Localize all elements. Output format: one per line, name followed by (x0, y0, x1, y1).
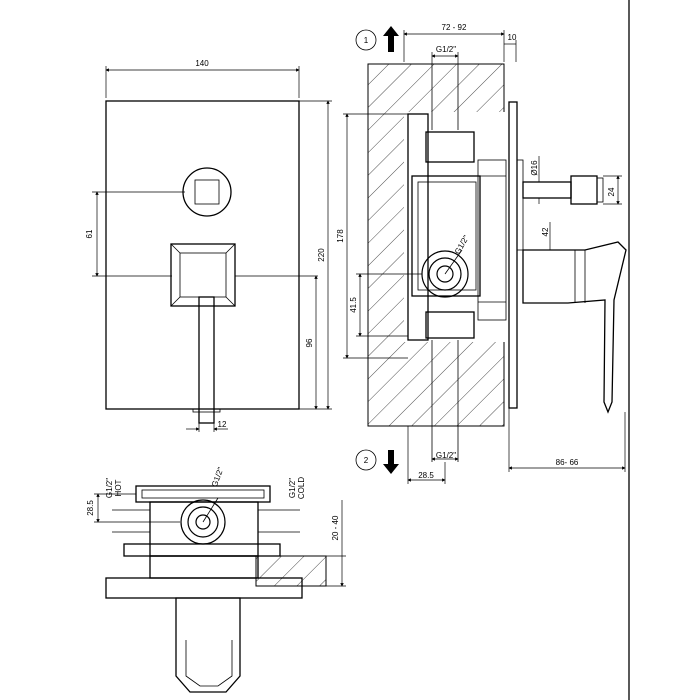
finish-plate (508, 101, 518, 409)
diverter-knob (182, 167, 232, 217)
diverter-knob-square (194, 179, 220, 205)
dim-96: 96 (305, 338, 314, 347)
label-g12-diag-top: G1/2" (210, 466, 225, 488)
dim-20-40: 20 - 40 (331, 515, 340, 540)
marker-2-label: 2 (364, 456, 369, 465)
handle-base (170, 243, 236, 307)
marker-1-circle (355, 29, 377, 51)
dim-28-5-top: 28.5 (418, 471, 434, 480)
arrow-up-icon (383, 26, 399, 52)
marker-2-circle (355, 449, 377, 471)
dim-220: 220 (317, 248, 326, 262)
top-cartridge-inner (195, 514, 211, 530)
valve-body (407, 113, 507, 341)
label-cold-thread: G1/2" (288, 478, 297, 498)
dim-42: 42 (541, 227, 550, 236)
handle-profile (522, 241, 627, 414)
label-hot-thread: G1/2" (105, 478, 114, 498)
cartridge-inner (436, 265, 454, 283)
dim-41-5: 41.5 (349, 297, 358, 313)
label-hot: HOT (114, 479, 123, 496)
top-view: G1/2" G1/2" HOT G1/2" COLD 28.5 20 - 40 (86, 466, 346, 693)
cover-plate (105, 100, 300, 410)
top-cartridge-mid (187, 506, 219, 538)
label-g12-top: G1/2" (436, 45, 456, 54)
cartridge-mid (428, 257, 462, 291)
dim-86-66: 86- 66 (556, 458, 579, 467)
dim-28-5-side: 28.5 (86, 500, 95, 516)
label-g12-bottom: G1/2" (436, 451, 456, 460)
dim-diam-16: Ø16 (530, 160, 539, 176)
marker-1-label: 1 (364, 36, 369, 45)
top-wall-section (255, 555, 327, 587)
handle-base-inner (179, 252, 227, 298)
arrow-down-icon (383, 450, 399, 474)
side-view: G1/2" 72 - 92 10 G1/2" 178 (336, 0, 630, 700)
diverter-shaft (522, 181, 572, 199)
label-cold: COLD (297, 477, 306, 499)
dim-140: 140 (195, 59, 209, 68)
front-view: 140 220 61 96 12 (85, 59, 332, 432)
dim-61: 61 (85, 229, 94, 238)
dim-12: 12 (218, 420, 227, 429)
top-cartridge-outer (180, 499, 226, 545)
handle-lever (198, 296, 215, 424)
dim-24: 24 (607, 187, 616, 196)
dim-178: 178 (336, 229, 345, 243)
dim-10: 10 (508, 33, 517, 42)
dim-72-92: 72 - 92 (442, 23, 467, 32)
top-handle (175, 597, 241, 693)
